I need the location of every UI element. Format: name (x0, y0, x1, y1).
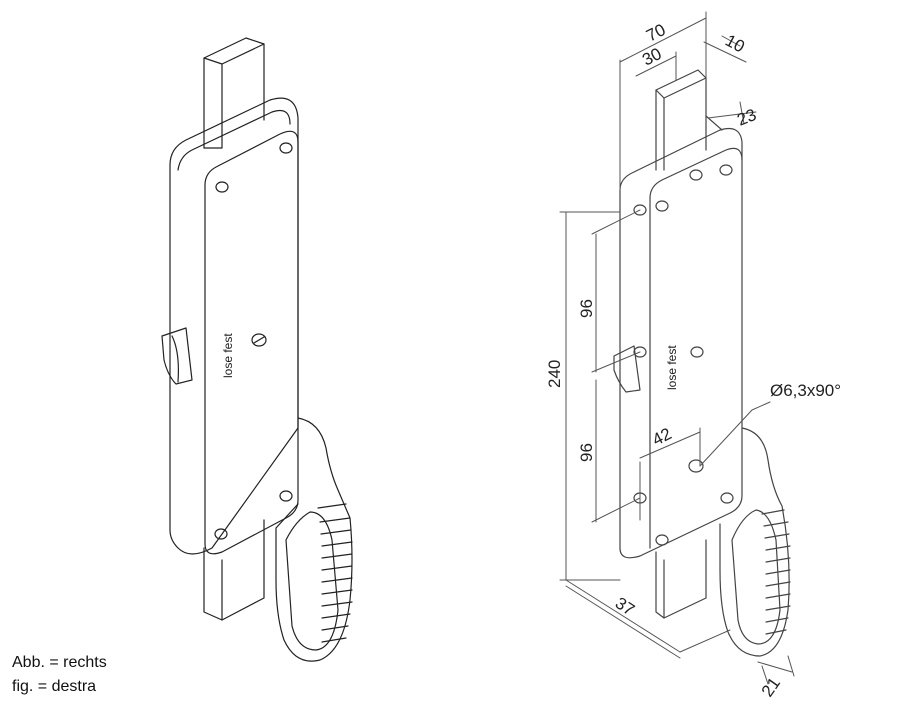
dim-body-depth: 23 (734, 105, 759, 130)
dim-hole-offset: 42 (649, 424, 674, 450)
dim-hole-spacing-lower: 96 (577, 443, 596, 462)
left-face-plate (204, 130, 299, 555)
right-top-bolt-bar (655, 69, 707, 171)
left-side-latch (161, 327, 193, 385)
dim-height: 240 (545, 360, 564, 388)
right-view-lock (613, 69, 791, 657)
dim-bar-width: 30 (639, 44, 664, 70)
dim-hole-spec: Ø6,3x90° (770, 381, 841, 400)
right-handle (719, 427, 791, 657)
caption-line-1: Abb. = rechts (12, 654, 107, 671)
right-plate-text: lose fest (665, 345, 679, 390)
left-top-bolt-bar (203, 37, 265, 149)
left-bottom-bolt-bar (203, 519, 265, 621)
left-lock-case (169, 97, 299, 555)
dim-base-depth: 37 (612, 593, 638, 619)
caption-line-2: fig. = destra (12, 678, 97, 695)
left-plate-text: lose fest (221, 333, 235, 378)
dimension-lines (559, 11, 795, 685)
right-side-latch (613, 345, 647, 393)
dim-handle-width: 21 (758, 674, 784, 700)
right-bottom-bolt-bar (655, 539, 707, 619)
left-handle (275, 417, 353, 662)
right-lock-case (619, 115, 743, 559)
right-screw-holes (633, 164, 734, 546)
dim-hole-spacing-upper: 96 (577, 299, 596, 318)
left-view-lock (161, 37, 353, 662)
dim-top-width: 70 (643, 20, 668, 46)
